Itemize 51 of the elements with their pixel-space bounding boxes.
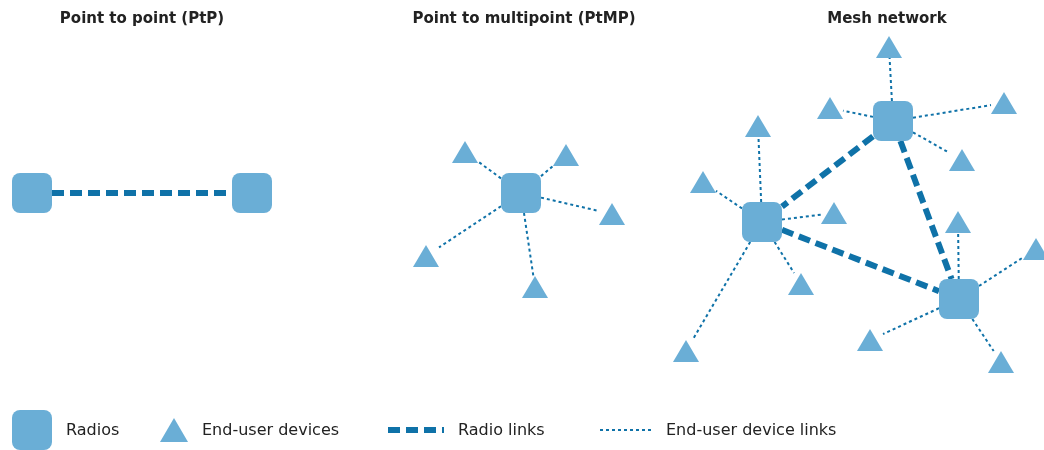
radio-box [12, 173, 52, 213]
legend-label: Radio links [458, 420, 545, 439]
device-triangle [817, 97, 843, 119]
device-link [773, 241, 796, 274]
device-link [715, 189, 743, 210]
device-triangle [673, 340, 699, 362]
radio-box [742, 202, 782, 242]
legend-label: End-user devices [202, 420, 340, 439]
device-link [757, 136, 763, 203]
device-triangle [821, 202, 847, 224]
device-triangle [991, 92, 1017, 114]
device-triangle [788, 273, 814, 295]
device-triangle [413, 245, 439, 267]
radio-box [501, 173, 541, 213]
device-triangle [949, 149, 975, 171]
device-link [912, 104, 992, 119]
device-link [912, 131, 950, 154]
device-link [781, 213, 822, 221]
device-triangle [876, 36, 902, 58]
radio-link [897, 139, 955, 281]
panel-title: Mesh network [827, 9, 947, 27]
device-triangle [599, 203, 625, 225]
device-link [438, 205, 502, 249]
device-triangle [522, 276, 548, 298]
device-link [691, 241, 752, 341]
device-link [540, 196, 600, 212]
device-link [971, 318, 995, 352]
device-link [477, 160, 502, 180]
panel-title: Point to multipoint (PtMP) [412, 9, 636, 27]
radio-link [780, 227, 941, 294]
device-triangle [553, 144, 579, 166]
device-link [957, 232, 960, 280]
legend-label: Radios [66, 420, 120, 439]
device-link [882, 307, 940, 335]
device-link [842, 109, 874, 118]
device-link [540, 165, 554, 178]
device-triangle [1023, 238, 1044, 260]
radio-link [780, 134, 875, 209]
device-triangle [452, 141, 478, 163]
device-triangle [690, 171, 716, 193]
radio-box [939, 279, 979, 319]
radio-box [232, 173, 272, 213]
device-triangle [945, 211, 971, 233]
radio-box [873, 101, 913, 141]
device-link [523, 212, 535, 277]
device-triangle [745, 115, 771, 137]
device-triangle [857, 329, 883, 351]
device-link [978, 256, 1024, 287]
device-triangle [988, 351, 1014, 373]
legend-label: End-user device links [666, 420, 837, 439]
panel-title: Point to point (PtP) [59, 9, 225, 27]
